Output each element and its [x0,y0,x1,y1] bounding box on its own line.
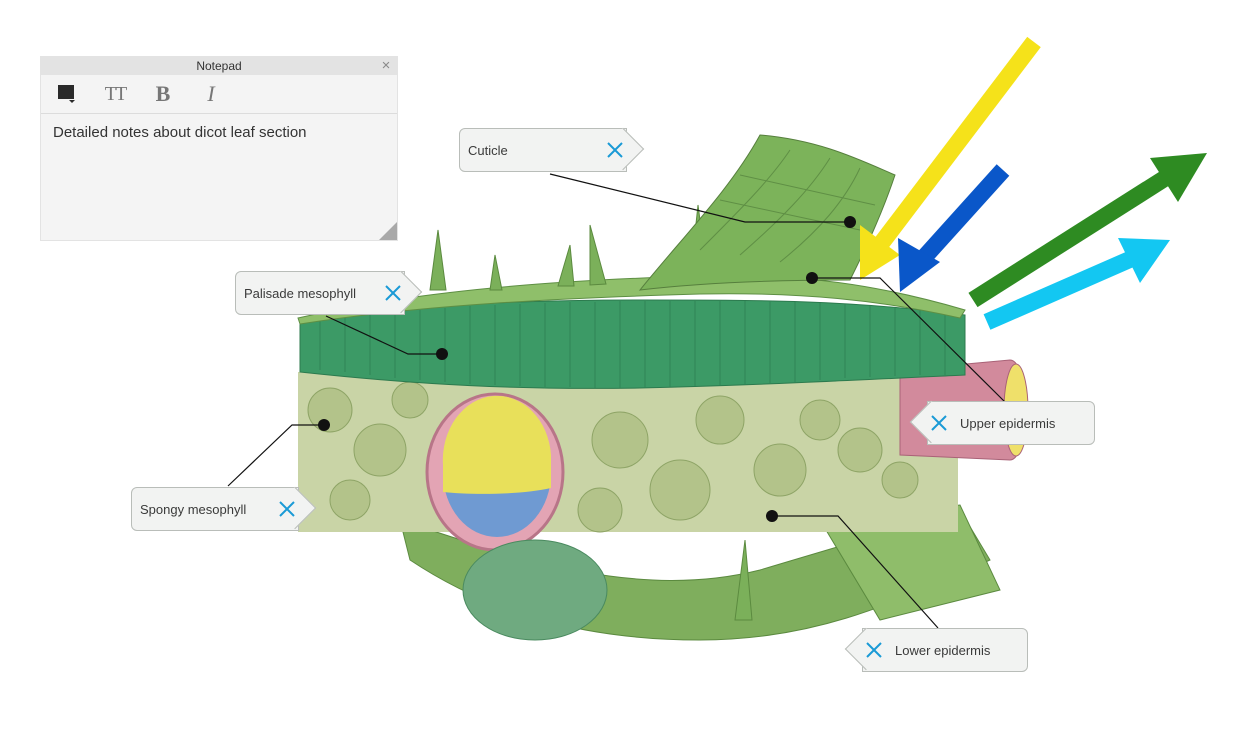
notepad-title: Notepad [196,59,242,73]
close-icon [385,285,401,301]
color-picker-icon [58,85,75,103]
label-lower-epidermis[interactable]: Lower epidermis [862,628,1028,672]
label-lower-text: Lower epidermis [895,642,991,658]
cuticle-flap [638,134,896,291]
label-palisade-mesophyll[interactable]: Palisade mesophyll [235,271,405,315]
label-cuticle[interactable]: Cuticle [459,128,627,172]
notepad-titlebar[interactable]: Notepad × [41,57,397,75]
label-upper-epidermis[interactable]: Upper epidermis [927,401,1095,445]
label-cuticle-close-button[interactable] [604,139,626,161]
resize-handle-icon[interactable] [379,222,397,240]
label-lower-close-button[interactable] [863,639,885,661]
label-cuticle-text: Cuticle [468,142,508,158]
label-upper-close-button[interactable] [928,412,950,434]
close-icon [931,415,947,431]
label-palisade-close-button[interactable] [382,282,404,304]
cuticle-leader [549,173,850,223]
label-spongy-text: Spongy mesophyll [140,501,247,517]
lower-leader [772,515,939,629]
notepad-close-button[interactable]: × [381,57,391,74]
spongy-leader [227,424,324,487]
bold-button[interactable]: B [149,80,177,108]
palisade-leader [325,315,442,355]
close-icon [866,642,882,658]
text-size-button[interactable]: TT [101,80,129,108]
label-palisade-text: Palisade mesophyll [244,285,357,301]
palisade-layer [299,299,966,389]
notepad-toolbar: TT B I [41,75,397,114]
label-upper-text: Upper epidermis [960,415,1056,431]
label-spongy-mesophyll[interactable]: Spongy mesophyll [131,487,299,531]
italic-button[interactable]: I [197,80,225,108]
notepad-window[interactable]: Notepad × TT B I Detailed notes about di… [41,57,397,240]
close-icon [607,142,623,158]
upper-leader [812,277,1006,403]
text-size-icon: TT [104,82,127,105]
bold-icon: B [155,81,171,106]
light-arrows [860,36,1207,330]
color-picker-button[interactable] [53,80,81,108]
close-icon [279,501,295,517]
vascular-bundle [425,392,608,641]
italic-icon: I [207,81,215,106]
notepad-text-area[interactable]: Detailed notes about dicot leaf section [53,124,307,141]
label-spongy-close-button[interactable] [276,498,298,520]
upper-epidermis [297,275,966,325]
